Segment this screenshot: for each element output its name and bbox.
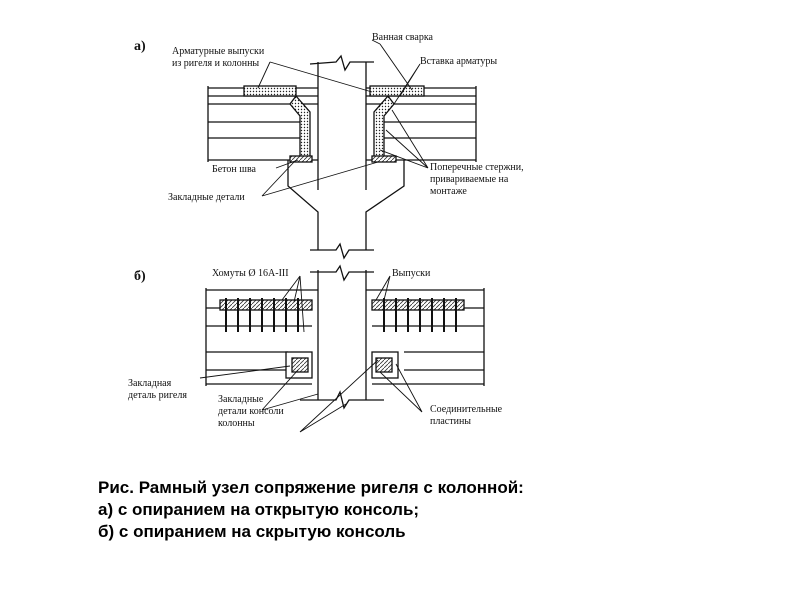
label-connecting-plates-2: пластины (430, 416, 471, 427)
weld-left-a (243, 85, 297, 97)
leaders-b (199, 275, 423, 433)
label-console-embedded-1: Закладные (218, 394, 264, 405)
column-break-bottom-b (300, 390, 384, 410)
open-console-a (287, 159, 405, 250)
caption-line-3: б) с опиранием на скрытую консоль (98, 522, 406, 541)
leaders-a (257, 39, 429, 197)
stirrups-left-b (225, 298, 299, 332)
label-stirrups: Хомуты Ø 16А-III (212, 268, 289, 279)
label-cross-bars-3: монтаже (430, 186, 467, 197)
column-break-bottom-a (310, 242, 374, 260)
label-rebar-insert: Вставка арматуры (420, 56, 497, 67)
label-rebar-outlets-1: Арматурные выпуски (172, 46, 265, 57)
label-beam-embedded-2: деталь ригеля (128, 390, 187, 401)
outlets-left-b (219, 299, 313, 311)
part-a-drawing (207, 39, 477, 260)
label-rebar-outlets-2: из ригеля и колонны (172, 58, 259, 69)
label-embedded-parts: Закладные детали (168, 192, 245, 203)
label-console-embedded-2: детали консоли (218, 406, 284, 417)
stirrups-right-b (383, 298, 457, 332)
label-joint-concrete: Бетон шва (212, 164, 257, 175)
label-console-embedded-3: колонны (218, 418, 255, 429)
column-break-top-a (309, 54, 374, 72)
angle-left-a (289, 94, 311, 159)
angle-right-a (373, 94, 395, 159)
label-bath-welding: Ванная сварка (372, 32, 434, 43)
label-outlets: Выпуски (392, 268, 431, 279)
part-b-letter: б) (134, 269, 146, 284)
column-a (317, 62, 367, 190)
caption-line-2: а) с опиранием на открытую консоль; (98, 500, 420, 519)
hidden-console-right-inner-b (375, 357, 393, 373)
embedded-left-a (289, 155, 313, 163)
part-b-drawing (199, 264, 485, 433)
frame-joint-diagram: а) Арматурные выпуски из ригеля и колонн… (128, 32, 524, 433)
hidden-console-left-inner-b (291, 357, 309, 373)
outlets-right-b (371, 299, 465, 311)
label-cross-bars-2: привариваемые на (430, 174, 509, 185)
caption-line-1: Рис. Рамный узел сопряжение ригеля с кол… (98, 478, 524, 497)
label-connecting-plates-1: Соединительные (430, 404, 503, 415)
label-cross-bars-1: Поперечные стержни, (430, 162, 524, 173)
weld-right-a (369, 85, 425, 97)
column-b (317, 270, 367, 400)
column-break-top-b (310, 264, 374, 282)
embedded-right-a (371, 155, 397, 163)
part-a-letter: а) (134, 39, 146, 54)
figure-caption: Рис. Рамный узел сопряжение ригеля с кол… (98, 477, 738, 543)
label-beam-embedded-1: Закладная (128, 378, 172, 389)
